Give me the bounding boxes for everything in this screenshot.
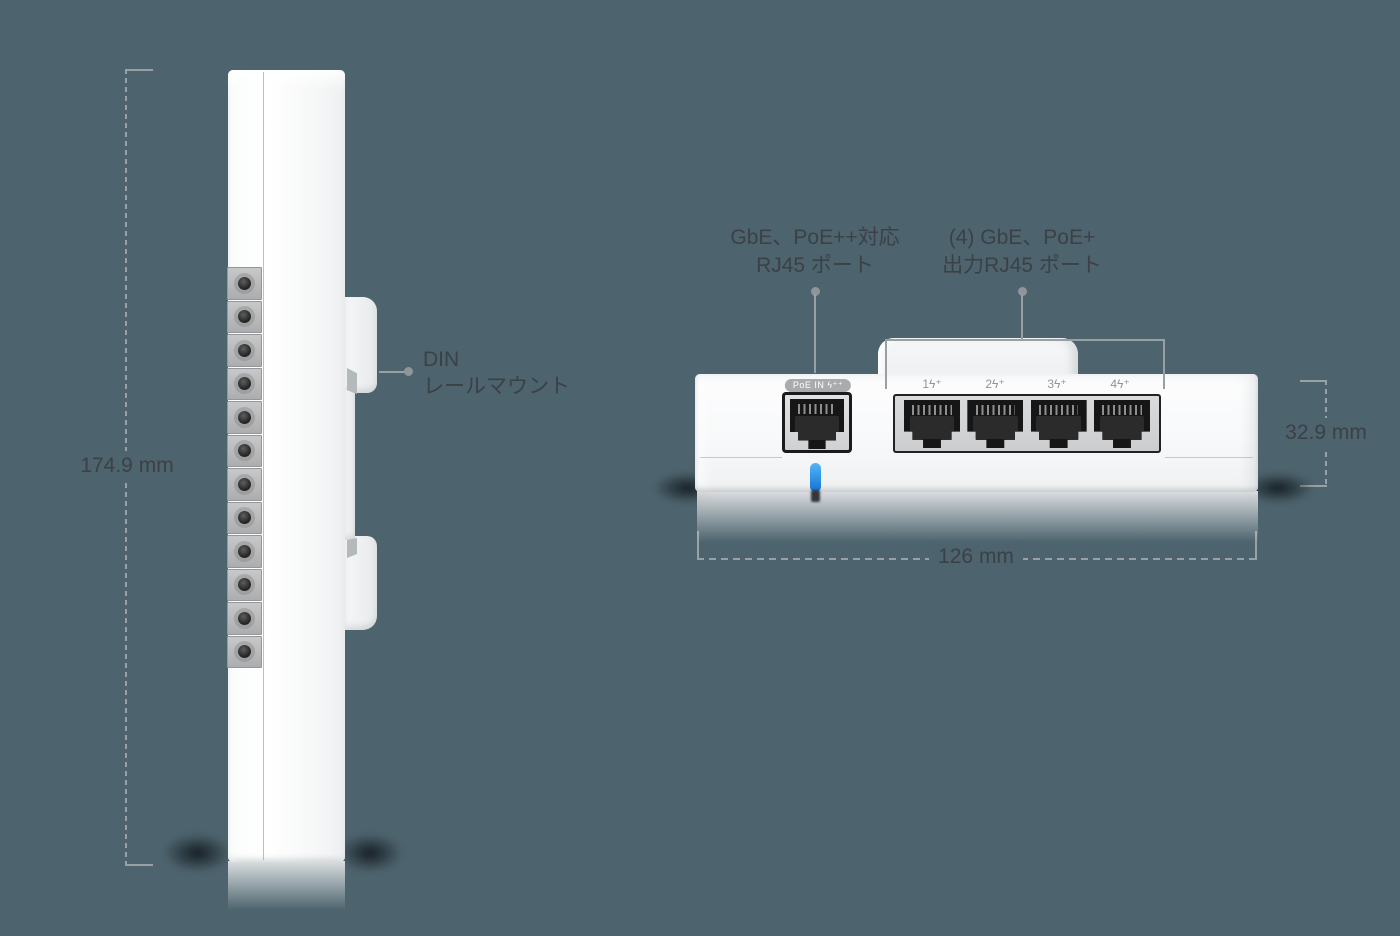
poe-out-bracket-left [885,339,887,389]
rj45-jack [1030,400,1087,448]
rj45-jack [1093,400,1150,448]
side-port-square [227,468,262,501]
poe-out-bracket-right [1163,339,1165,389]
side-port-column [227,267,262,668]
side-port-square [227,367,262,400]
screw-hole [238,477,251,491]
rj45-pins [1039,405,1079,415]
poe-out-port-panel [893,394,1161,453]
poe-in-annotation-line2: RJ45 ポート [756,254,874,277]
dimension-cap [1300,380,1327,382]
port-number-label: 4ϟ⁺ [1110,377,1130,391]
poe-in-annotation-line1: GbE、PoE++対応 [730,226,900,249]
side-port-square [227,501,262,534]
rj45-pins [798,404,836,414]
side-port-square [227,635,262,668]
side-port-square [227,401,262,434]
screw-hole [238,377,251,391]
port-number-label: 2ϟ⁺ [985,377,1005,391]
front-panel-seam [1165,457,1253,458]
screw-hole [238,343,251,357]
screw-hole [238,410,251,424]
front-panel-seam [700,457,782,458]
rj45-jack [967,400,1024,448]
side-port-square [227,434,262,467]
din-rail-clip-spine [344,390,355,540]
screw-hole [238,544,251,558]
rj45-jack [904,400,960,448]
poe-in-leader-line [814,294,816,373]
screw-hole [238,310,251,324]
rj45-recess [909,416,955,440]
poe-out-annotation-line2: 出力RJ45 ポート [942,254,1102,277]
side-height-dimension-label: 174.9 mm [71,451,183,481]
device-reflection [228,861,345,919]
side-port-square [227,300,262,333]
poe-in-annotation: GbE、PoE++対応 RJ45 ポート [730,224,899,280]
side-port-square [227,535,262,568]
din-label-line2: レールマウント [423,375,570,398]
screw-hole [238,611,251,625]
front-width-dimension-label: 126 mm [929,542,1023,572]
port-number-label: 1ϟ⁺ [922,377,942,391]
poe-in-leader-dot [811,287,820,296]
din-clip-hook-bottom [347,538,357,558]
side-panel-seam [263,72,264,860]
rj45-pins [912,405,952,415]
poe-in-badge: PoE IN ϟ⁺⁺ [784,379,852,392]
din-clip-hook-top [347,368,357,394]
front-height-dimension-label: 32.9 mm [1276,418,1376,448]
poe-out-bracket-top [885,339,1165,341]
rj45-recess [1036,416,1082,440]
status-led [810,463,821,492]
screw-hole [238,578,251,592]
dimension-cap [125,864,153,866]
side-port-square [227,334,262,367]
screw-hole [238,645,251,659]
side-port-square [227,568,262,601]
poe-out-leader-line [1021,294,1023,341]
dimension-cap [125,69,153,71]
screw-hole [238,276,251,290]
rj45-pins [975,405,1015,415]
poe-out-annotation-line1: (4) GbE、PoE+ [948,226,1096,249]
rj45-recess [1099,416,1145,440]
din-rail-mount-label: DIN レールマウント [423,346,570,400]
status-led-shadow [811,490,820,502]
din-leader-line [379,371,405,373]
poe-out-annotation: (4) GbE、PoE+ 出力RJ45 ポート [942,224,1102,280]
side-port-square [227,267,262,300]
screw-hole [238,444,251,458]
rj45-recess [972,416,1018,440]
rj45-jack [790,399,844,449]
din-leader-dot [404,367,413,376]
side-port-square [227,602,262,635]
port-number-label: 3ϟ⁺ [1047,377,1067,391]
poe-in-port [782,392,852,453]
rj45-recess [795,416,839,440]
screw-hole [238,511,251,525]
poe-out-leader-dot [1018,287,1027,296]
din-label-line1: DIN [423,348,460,371]
rj45-pins [1102,405,1142,415]
